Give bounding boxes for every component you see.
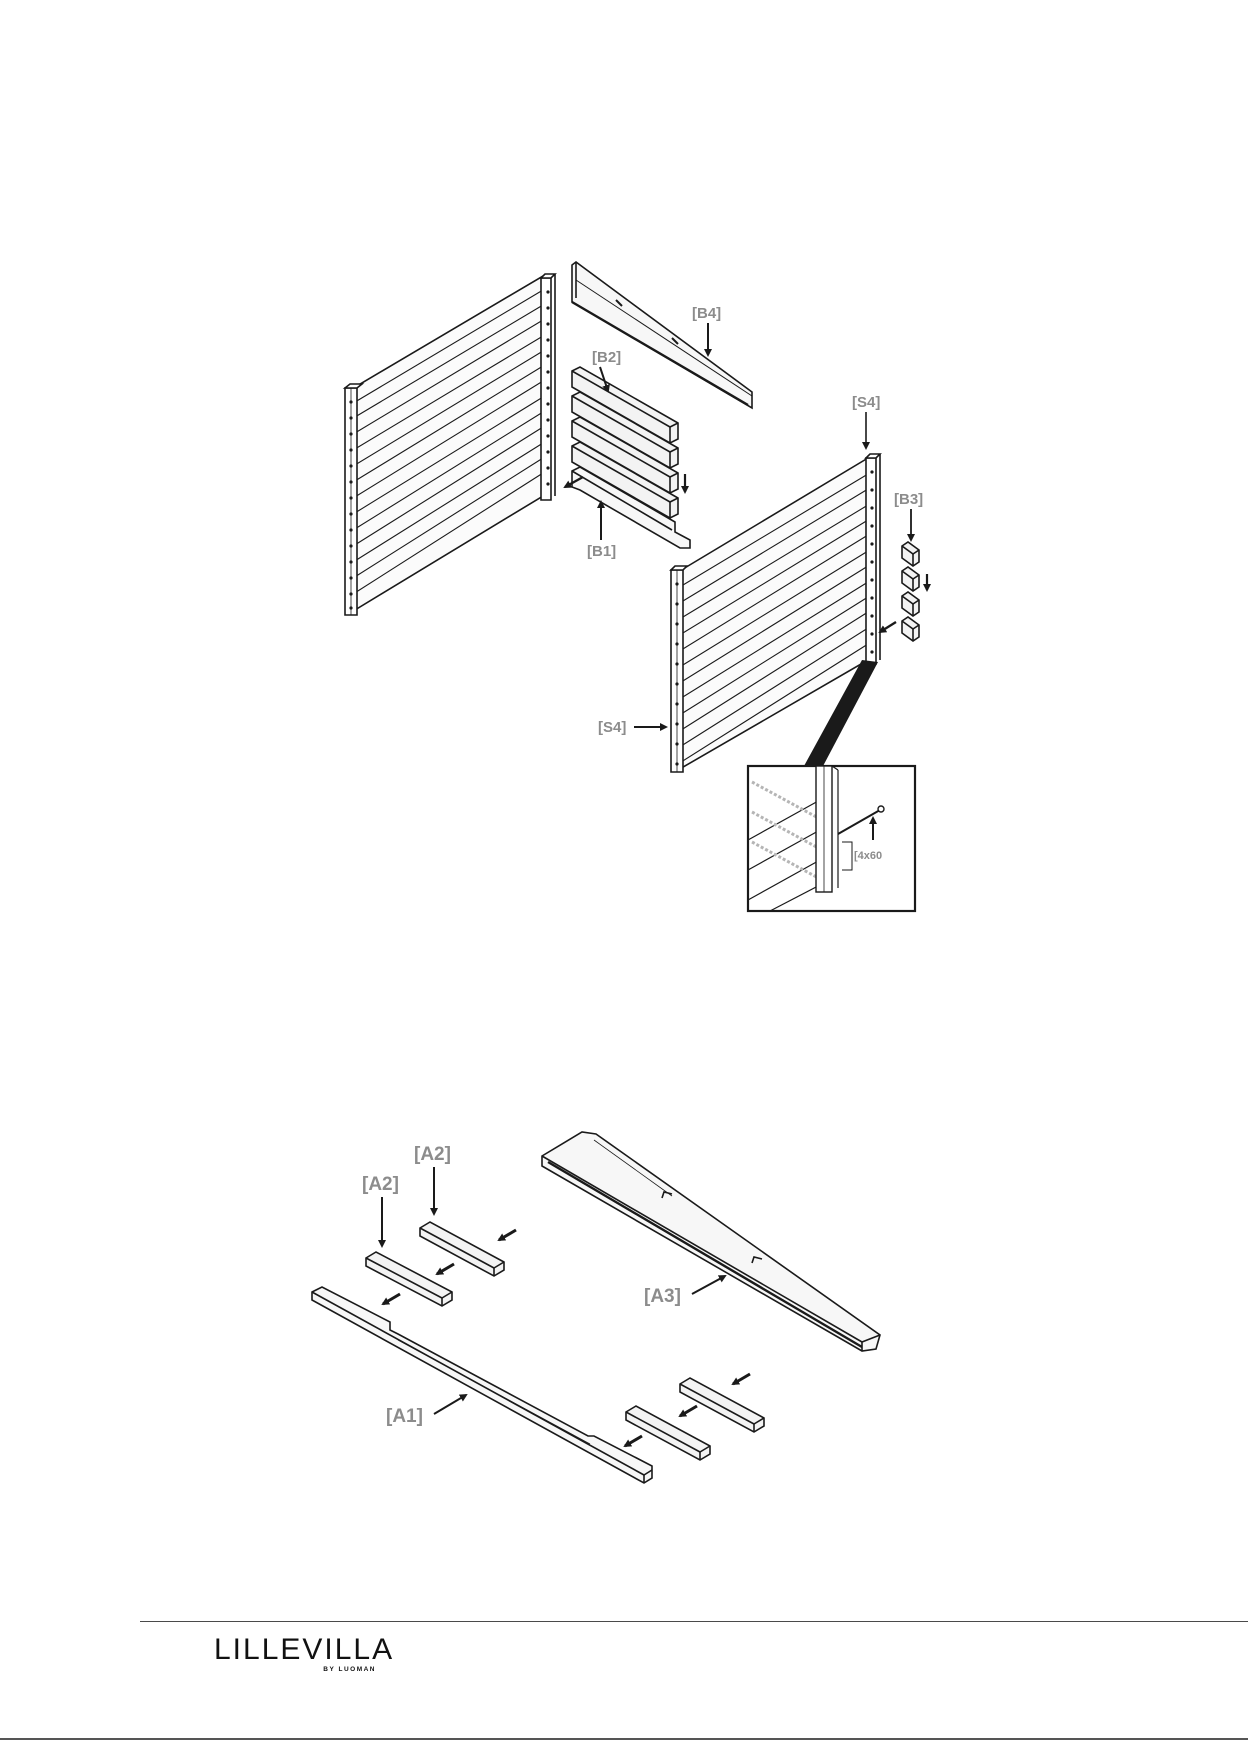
arrow-a1 <box>434 1395 466 1414</box>
label-b1: [B1] <box>587 543 616 560</box>
label-s4-top: [S4] <box>852 394 880 411</box>
page-bottom-edge <box>0 1738 1248 1740</box>
label-a1: [A1] <box>386 1406 423 1427</box>
label-b2: [B2] <box>592 349 621 366</box>
right-wall-panel <box>671 454 880 772</box>
blocks-lower-right <box>626 1378 764 1460</box>
label-a2-lower: [A2] <box>362 1174 399 1195</box>
footer-divider <box>140 1621 1248 1622</box>
label-b4: [B4] <box>692 305 721 322</box>
brand-name: LILLEVILLA <box>214 1632 394 1668</box>
arrow-a3 <box>692 1276 725 1294</box>
blocks-a2-upper <box>366 1222 504 1306</box>
label-a3: [A3] <box>644 1286 681 1307</box>
brand-logo: LILLEVILLA BY LUOMAN <box>214 1632 394 1673</box>
label-s4-bottom: [S4] <box>598 719 626 736</box>
blocks-b3 <box>902 542 919 641</box>
label-a2-upper: [A2] <box>414 1144 451 1165</box>
label-screw-4x60: [4x60 <box>854 850 882 862</box>
label-b3: [B3] <box>894 491 923 508</box>
base-frame-a3 <box>542 1132 880 1351</box>
arrow-b3-left <box>880 622 896 632</box>
left-wall-panel <box>345 274 555 615</box>
base-frame-a1 <box>312 1287 652 1483</box>
